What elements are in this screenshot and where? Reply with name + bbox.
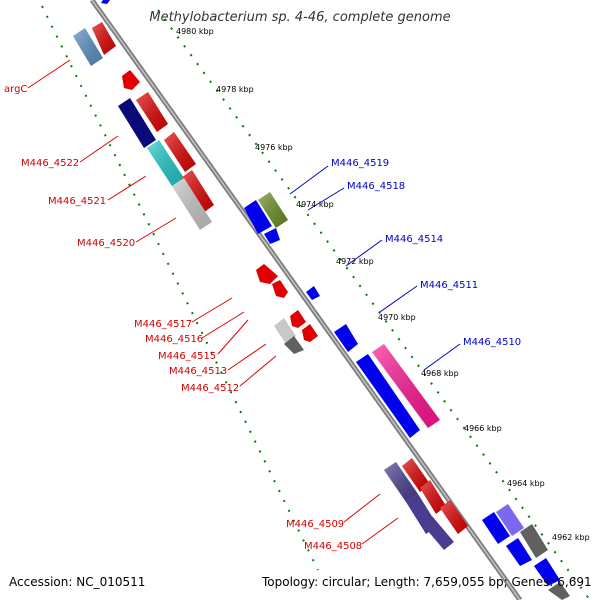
gene-label-4520: M446_4520 bbox=[77, 238, 135, 249]
tick-label: 4968 kbp bbox=[421, 369, 459, 378]
gene-label-4522: M446_4522 bbox=[21, 158, 79, 169]
leader-line bbox=[289, 165, 329, 195]
leader-line bbox=[307, 187, 345, 211]
leader-line bbox=[79, 135, 119, 163]
leader-line bbox=[361, 517, 399, 545]
gene-label-4512: M446_4512 bbox=[181, 383, 239, 394]
gene-cluster-4522[interactable] bbox=[118, 92, 196, 172]
gene-label-4510: M446_4510 bbox=[463, 337, 521, 348]
gene-cluster-4508[interactable] bbox=[406, 494, 468, 550]
tick-label: 4962 kbp bbox=[552, 533, 590, 542]
scale-ticks: 4980 kbp 4978 kbp 4976 kbp 4974 kbp 4972… bbox=[176, 27, 590, 542]
leader-line bbox=[239, 355, 277, 387]
leader-line bbox=[379, 285, 418, 313]
leader-line bbox=[343, 493, 381, 523]
gene-label-4508: M446_4508 bbox=[304, 541, 362, 552]
right-guide-line bbox=[157, 9, 591, 600]
gene-feature-4511[interactable] bbox=[334, 324, 358, 352]
leader-line bbox=[227, 343, 267, 371]
gene-feature-4519[interactable] bbox=[258, 192, 288, 228]
gene-cluster-4517[interactable] bbox=[256, 264, 318, 354]
tick-label: 4978 kbp bbox=[216, 85, 254, 94]
gene-label-4519: M446_4519 bbox=[331, 158, 389, 169]
leader-line bbox=[423, 343, 461, 371]
backbone-highlight bbox=[91, 0, 521, 600]
tick-label: 4972 kbp bbox=[336, 257, 374, 266]
map-title: Methylobacterium sp. 4-46, complete geno… bbox=[149, 10, 451, 25]
leader-line bbox=[135, 217, 177, 243]
accession-text: Accession: NC_010511 bbox=[9, 575, 146, 589]
gene-label-4513: M446_4513 bbox=[169, 366, 227, 377]
gene-label-4517: M446_4517 bbox=[134, 319, 192, 330]
leader-line bbox=[217, 319, 249, 355]
gene-feature-argc[interactable] bbox=[73, 22, 116, 66]
gene-label-4509: M446_4509 bbox=[286, 519, 344, 530]
gene-feature-4518[interactable] bbox=[244, 200, 280, 244]
leader-line bbox=[191, 297, 233, 323]
gene-feature-small-red[interactable] bbox=[122, 70, 140, 90]
gene-feature-4510[interactable] bbox=[356, 344, 440, 438]
gene-label-4518: M446_4518 bbox=[347, 181, 405, 192]
tick-label: 4980 kbp bbox=[176, 27, 214, 36]
gene-cluster-4521[interactable] bbox=[147, 140, 214, 213]
leader-line bbox=[345, 239, 383, 267]
gene-label-4516: M446_4516 bbox=[145, 334, 203, 345]
gene-cluster-4520[interactable] bbox=[172, 178, 212, 230]
gene-cluster-4509[interactable] bbox=[384, 458, 446, 514]
gene-label-4511: M446_4511 bbox=[420, 280, 478, 291]
tick-label: 4974 kbp bbox=[296, 200, 334, 209]
tick-label: 4970 kbp bbox=[378, 313, 416, 322]
gene-label-argc: argC bbox=[4, 84, 27, 95]
gene-feature-4514[interactable] bbox=[306, 286, 320, 300]
leader-line bbox=[27, 59, 71, 89]
topology-text: Topology: circular; Length: 7,659,055 bp… bbox=[262, 575, 592, 589]
gene-label-4514: M446_4514 bbox=[385, 234, 443, 245]
gene-label-4515: M446_4515 bbox=[158, 351, 216, 362]
tick-label: 4976 kbp bbox=[255, 143, 293, 152]
left-labels: argC M446_4522 M446_4521 M446_4520 M446_… bbox=[4, 59, 399, 552]
leader-line bbox=[107, 175, 147, 201]
leader-line bbox=[201, 311, 245, 339]
gene-label-4521: M446_4521 bbox=[48, 196, 106, 207]
gene-cluster-bottom-right[interactable] bbox=[482, 504, 570, 600]
tick-label: 4964 kbp bbox=[507, 479, 545, 488]
tick-label: 4966 kbp bbox=[464, 424, 502, 433]
gene-feature-top-blue[interactable] bbox=[101, 0, 110, 4]
right-labels: M446_4519 M446_4518 M446_4514 M446_4511 … bbox=[289, 158, 521, 371]
